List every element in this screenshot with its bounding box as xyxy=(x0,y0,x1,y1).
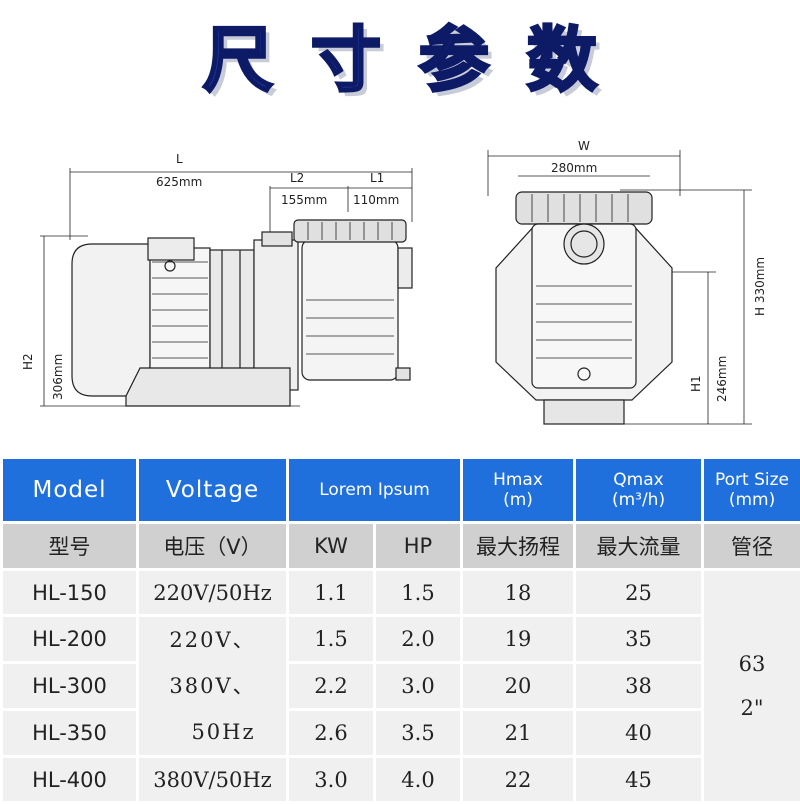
header-cn-kw: KW xyxy=(289,524,373,568)
side-view-labels: L 625mm L2 155mm L1 110mm H2 306mm xyxy=(21,152,399,400)
header-cn-hmax: 最大扬程 xyxy=(463,524,574,568)
front-view-labels: W 280mm H 330mm H1 246mm xyxy=(551,139,767,402)
table-row: HL-150 220V/50Hz 1.1 1.5 18 25 63 2" xyxy=(3,571,800,801)
svg-text:306mm: 306mm xyxy=(51,354,65,400)
svg-text:L2: L2 xyxy=(290,171,304,185)
svg-text:H1: H1 xyxy=(689,375,703,392)
header-cn-qmax: 最大流量 xyxy=(576,524,702,568)
svg-text:625mm: 625mm xyxy=(156,175,202,189)
svg-text:246mm: 246mm xyxy=(715,356,729,402)
cell-qmax: 38 xyxy=(576,664,702,708)
page-title: 尺寸参数 xyxy=(202,18,635,103)
header-cn-voltage: 电压（V） xyxy=(139,524,286,568)
header-hmax: Hmax (m) xyxy=(463,459,574,521)
cell-qmax: 40 xyxy=(576,711,702,755)
cell-model: HL-200 xyxy=(3,617,136,661)
cell-model: HL-400 xyxy=(3,758,136,801)
svg-text:W: W xyxy=(578,139,590,153)
cell-hmax: 20 xyxy=(463,664,574,708)
cell-kw: 3.0 xyxy=(289,758,373,801)
header-row-cn: 型号 电压（V） KW HP 最大扬程 最大流量 管径 xyxy=(3,524,800,568)
cell-kw: 2.6 xyxy=(289,711,373,755)
cell-voltage: 220V/50Hz xyxy=(139,571,286,614)
cell-kw: 1.1 xyxy=(289,571,373,614)
cell-hp: 2.0 xyxy=(376,617,461,661)
cell-hmax: 22 xyxy=(463,758,574,801)
svg-text:110mm: 110mm xyxy=(353,193,399,207)
svg-text:H2: H2 xyxy=(21,353,35,370)
svg-text:L: L xyxy=(176,152,183,166)
cell-hmax: 19 xyxy=(463,617,574,661)
header-cn-model: 型号 xyxy=(3,524,136,568)
svg-text:L1: L1 xyxy=(370,171,384,185)
pump-dimension-drawing: L 625mm L2 155mm L1 110mm H2 306mm xyxy=(21,139,767,425)
cell-hmax: 21 xyxy=(463,711,574,755)
cell-model: HL-300 xyxy=(3,664,136,708)
header-power: Lorem Ipsum xyxy=(289,459,461,521)
header-qmax: Qmax (m³/h) xyxy=(576,459,702,521)
svg-text:155mm: 155mm xyxy=(281,193,327,207)
svg-text:H 330mm: H 330mm xyxy=(753,257,767,316)
cell-hmax: 18 xyxy=(463,571,574,614)
cell-kw: 2.2 xyxy=(289,664,373,708)
header-row-en: Model Voltage Lorem Ipsum Hmax (m) Qmax … xyxy=(3,459,800,521)
table-row: HL-200 220V、 380V、 50Hz 1.5 2.0 19 35 xyxy=(3,617,800,755)
header-port-size: Port Size (mm) xyxy=(704,459,800,521)
cell-voltage-merged: 220V、 380V、 50Hz xyxy=(139,617,286,755)
header-cn-hp: HP xyxy=(376,524,461,568)
cell-hp: 3.5 xyxy=(376,711,461,755)
cell-hp: 4.0 xyxy=(376,758,461,801)
cell-voltage: 380V/50Hz xyxy=(139,758,286,801)
table-row: HL-350 2.6 3.5 21 40 xyxy=(3,711,800,755)
svg-text:280mm: 280mm xyxy=(551,161,597,175)
front-view xyxy=(487,150,752,425)
cell-hp: 1.5 xyxy=(376,571,461,614)
header-model: Model xyxy=(3,459,136,521)
cell-qmax: 35 xyxy=(576,617,702,661)
cell-hp: 3.0 xyxy=(376,664,461,708)
side-view xyxy=(40,168,413,407)
cell-qmax: 25 xyxy=(576,571,702,614)
table-row: HL-300 2.2 3.0 20 38 xyxy=(3,664,800,708)
cell-qmax: 45 xyxy=(576,758,702,801)
cell-kw: 1.5 xyxy=(289,617,373,661)
cell-port-size: 63 2" xyxy=(704,571,800,801)
table-row: HL-400 380V/50Hz 3.0 4.0 22 45 xyxy=(3,758,800,801)
cell-model: HL-350 xyxy=(3,711,136,755)
header-cn-port: 管径 xyxy=(704,524,800,568)
header-voltage: Voltage xyxy=(139,459,286,521)
cell-model: HL-150 xyxy=(3,571,136,614)
spec-table: Model Voltage Lorem Ipsum Hmax (m) Qmax … xyxy=(0,456,800,804)
